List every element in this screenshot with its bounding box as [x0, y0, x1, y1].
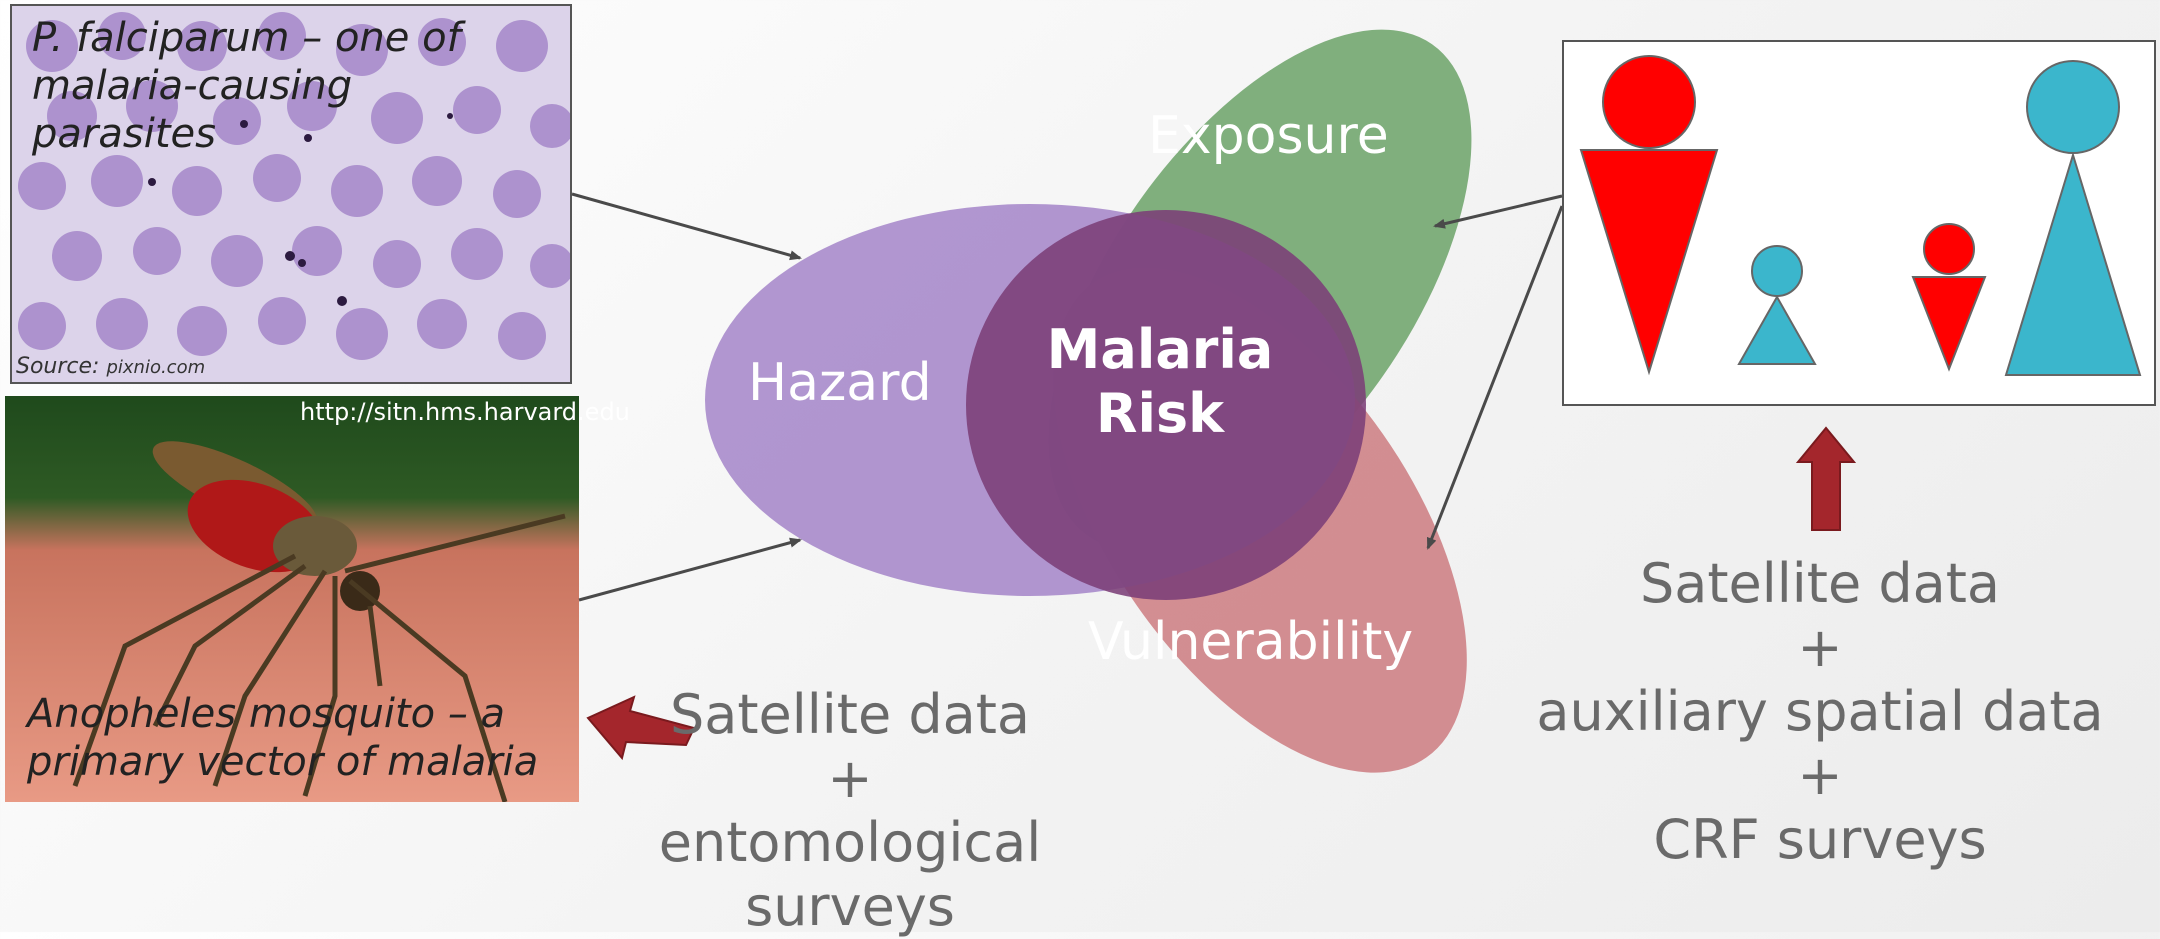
child-male-figure-head: [1751, 245, 1803, 297]
ev-source-line-4: +: [1797, 744, 1843, 807]
ev-source-line-3: auxiliary spatial data: [1536, 680, 2104, 743]
red-up-arrow: [1795, 426, 1857, 531]
malaria-risk-line-2: Risk: [1095, 382, 1225, 445]
malaria-risk-line-1: Malaria: [1046, 318, 1274, 381]
hazard-source-line-3: entomological: [658, 811, 1042, 874]
child-female-figure-head: [1923, 223, 1975, 275]
parasite-caption: P. falciparum – one of malaria-causing p…: [32, 15, 461, 157]
risk-overlap-ellipse: [966, 210, 1366, 600]
adult-female-figure-head: [1602, 55, 1696, 149]
ev-source-line-5: CRF surveys: [1653, 808, 1987, 871]
hazard-label: Hazard: [748, 353, 932, 413]
exposure-label: Exposure: [1148, 106, 1389, 166]
child-male-figure-body: [1737, 294, 1817, 365]
vulnerability-label: Vulnerability: [1088, 612, 1414, 672]
hazard-source-line-1: Satellite data: [670, 683, 1030, 746]
child-female-figure-body: [1911, 276, 1987, 372]
adult-male-figure-body: [2004, 151, 2142, 376]
mosquito-illustration: [5, 396, 579, 802]
ev-source-line-2: +: [1797, 616, 1843, 679]
household-to-exposure-arrow: [1433, 194, 1563, 229]
exposure-vulnerability-data-sources: Satellite data + auxiliary spatial data …: [1520, 552, 2120, 872]
source-label: Source:: [16, 354, 107, 379]
mosquito-to-hazard-arrow: [578, 537, 802, 602]
hazard-source-line-4: surveys: [745, 875, 955, 938]
hazard-source-line-2: +: [827, 747, 873, 810]
household-to-vulnerability-arrow: [1426, 205, 1564, 550]
malaria-risk-label: Malaria Risk: [1030, 318, 1290, 446]
household-figures-box: [1562, 40, 2156, 406]
hazard-data-sources: Satellite data + entomological surveys: [640, 683, 1060, 939]
image-source-credit: Source: pixnio.com: [16, 354, 205, 381]
source-site: pixnio.com: [106, 357, 206, 378]
blood-smear-image: P. falciparum – one of malaria-causing p…: [10, 4, 572, 384]
red-left-arrow: [586, 695, 696, 761]
mosquito-image: Anopheles mosquito – a primary vector of…: [5, 396, 579, 802]
adult-male-figure-head: [2026, 60, 2120, 154]
mosquito-caption: Anopheles mosquito – a primary vector of…: [27, 691, 539, 785]
blood-cells-illustration: [12, 6, 570, 382]
ev-source-line-1: Satellite data: [1640, 552, 2000, 615]
image-watermark: http://sitn.hms.harvard.edu: [300, 398, 630, 426]
parasite-to-hazard-arrow: [571, 192, 802, 261]
household-figures-illustration: [1579, 55, 2142, 376]
adult-female-figure-body: [1579, 149, 1719, 376]
